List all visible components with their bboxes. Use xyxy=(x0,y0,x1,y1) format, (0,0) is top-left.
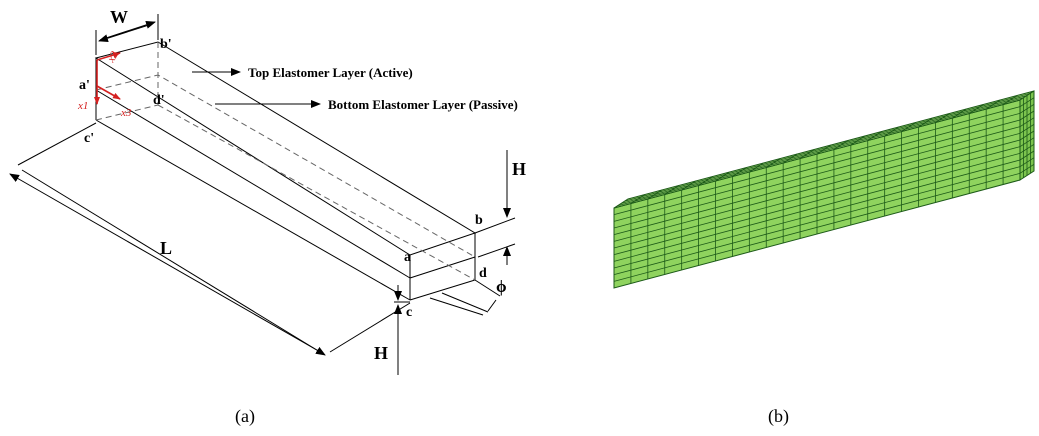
right-end-face xyxy=(409,233,476,301)
vertex-c-prime: c' xyxy=(84,131,94,146)
vertex-d: d xyxy=(479,266,487,281)
mesh-line xyxy=(613,126,1021,236)
mesh-line xyxy=(935,113,950,123)
axis-x3-label: x3 xyxy=(120,107,132,119)
vertex-d-prime: d' xyxy=(153,93,165,108)
coordinate-axes xyxy=(94,52,121,105)
mesh-line xyxy=(918,117,933,128)
mesh-line xyxy=(664,185,679,195)
mesh-line xyxy=(715,171,730,182)
mesh-line xyxy=(884,126,899,137)
dimension-phi xyxy=(429,279,501,316)
dimension-l xyxy=(9,122,411,356)
vertex-c: c xyxy=(406,305,412,320)
mesh-model xyxy=(613,90,1035,289)
dimension-h-lower xyxy=(394,285,410,375)
vertex-a-prime: a' xyxy=(79,78,90,93)
label-phi: ϕ xyxy=(496,277,507,296)
mesh-line xyxy=(782,153,798,164)
vertex-b-prime: b' xyxy=(160,37,172,52)
mesh-line xyxy=(613,152,1021,262)
mesh-line xyxy=(816,144,832,155)
mesh-line xyxy=(647,189,663,200)
bottom-front-edge xyxy=(95,119,411,301)
vertex-b: b xyxy=(475,213,483,228)
label-h-upper: H xyxy=(512,159,526,179)
callout-arrows xyxy=(192,68,321,108)
mesh-line xyxy=(985,99,1001,110)
mesh-line xyxy=(613,132,1021,242)
label-l: L xyxy=(160,238,172,258)
mesh-line xyxy=(901,122,916,132)
mesh-line xyxy=(613,172,1021,282)
mesh-line xyxy=(698,176,713,186)
hidden-edges xyxy=(95,42,476,281)
mesh-line xyxy=(613,146,1021,256)
vertex-a: a xyxy=(404,250,411,265)
mesh-line xyxy=(833,140,849,150)
figure-a-drawing xyxy=(94,41,477,301)
label-w: W xyxy=(110,7,128,27)
mesh-line xyxy=(613,139,1021,249)
dimension-h-upper xyxy=(474,150,516,265)
caption-a: (a) xyxy=(235,406,255,427)
mesh-line xyxy=(749,162,764,173)
mesh-line xyxy=(1002,95,1018,105)
mesh-line xyxy=(952,108,967,119)
dimension-w xyxy=(95,14,159,55)
callout-top-layer: Top Elastomer Layer (Active) xyxy=(248,65,413,80)
mesh-line xyxy=(613,159,1021,269)
axis-x2-label: x2 xyxy=(105,49,121,65)
mesh-line xyxy=(799,149,815,159)
mesh-line xyxy=(766,158,781,168)
mesh-line xyxy=(867,131,882,141)
label-h-lower: H xyxy=(374,343,388,363)
caption-b: (b) xyxy=(768,406,789,427)
mesh-line xyxy=(613,166,1021,276)
mesh-line xyxy=(969,104,984,114)
mesh-line xyxy=(613,119,1021,229)
callout-bottom-layer: Bottom Elastomer Layer (Passive) xyxy=(328,97,518,112)
layer-interface-end xyxy=(409,256,476,279)
mesh-line xyxy=(630,194,646,204)
mesh-line xyxy=(850,135,866,146)
mesh-line xyxy=(613,112,1021,222)
mesh-line xyxy=(732,167,747,177)
layer-interface-front xyxy=(95,89,411,279)
axis-x1-label: x1 xyxy=(77,100,88,112)
mesh-line xyxy=(681,180,696,191)
mesh-line xyxy=(613,106,1021,216)
